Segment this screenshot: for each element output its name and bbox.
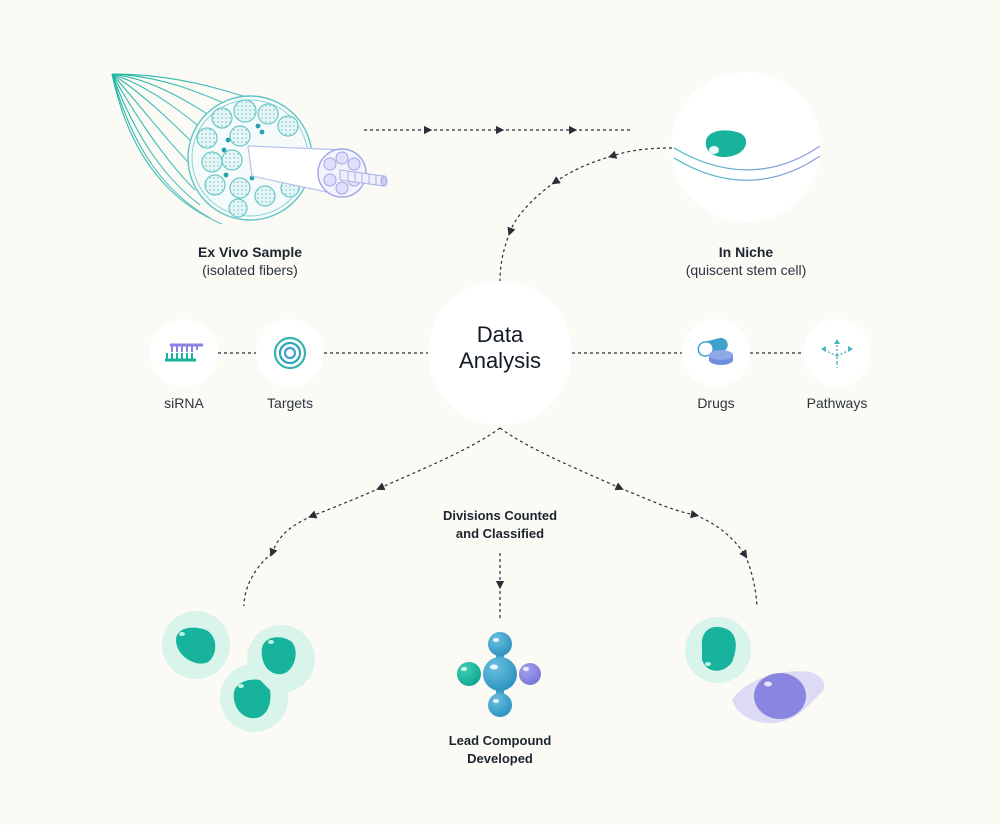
- myofibers: [196, 99, 300, 218]
- dividing-cells-illustration: [162, 611, 315, 732]
- drugs-label: Drugs: [697, 395, 735, 411]
- in-niche-label: In Niche (quiscent stem cell): [661, 243, 831, 279]
- lead-line2: Developed: [467, 751, 533, 766]
- molecule-icon: [457, 632, 541, 717]
- divisions-label: Divisions Counted and Classified: [400, 507, 600, 543]
- arrow-analysis-right-1: [499, 427, 624, 491]
- data-analysis-label: Data Analysis: [428, 322, 572, 374]
- pathways-icon: [823, 343, 851, 368]
- muscle-fiber-illustration: [111, 73, 388, 225]
- divisions-line1: Divisions Counted: [442, 508, 558, 523]
- arrow-analysis-left-1: [376, 427, 501, 491]
- differentiating-cells-illustration: [685, 617, 825, 724]
- arrow-analysis-left-4: [243, 552, 273, 607]
- sirna-label: siRNA: [164, 395, 204, 411]
- lead-line1: Lead Compound: [448, 733, 552, 748]
- in-niche-subtitle: (quiscent stem cell): [685, 262, 807, 278]
- arrow-analysis-right-4: [744, 554, 758, 607]
- arrow-niche-to-analysis-2: [551, 155, 613, 185]
- arrow-analysis-left-3: [269, 515, 313, 557]
- data-analysis-node[interactable]: [428, 281, 572, 425]
- target-icon: [273, 336, 307, 370]
- targets-label: Targets: [267, 395, 313, 411]
- arrow-niche-to-analysis-1: [607, 147, 673, 159]
- ex-vivo-label: Ex Vivo Sample (isolated fibers): [165, 243, 335, 279]
- sirna-node[interactable]: [150, 319, 218, 387]
- data-analysis-line2: Analysis: [459, 348, 541, 373]
- niche-fibers: [673, 83, 821, 181]
- arrow-analysis-right-3: [694, 514, 748, 559]
- ex-vivo-title: Ex Vivo Sample: [197, 244, 302, 260]
- sirna-icon: [165, 343, 203, 362]
- arrow-analysis-left-2: [308, 487, 381, 519]
- lead-compound-label: Lead Compound Developed: [400, 732, 600, 768]
- niche-circle: [671, 72, 821, 222]
- divisions-line2: and Classified: [455, 526, 545, 541]
- niche-illustration: [671, 72, 821, 222]
- targets-node[interactable]: [256, 319, 324, 387]
- arrow-analysis-right-2: [619, 487, 700, 519]
- arrows: [218, 125, 804, 618]
- arrow-niche-to-analysis-3: [507, 181, 556, 236]
- pathways-label: Pathways: [806, 395, 868, 411]
- data-analysis-line1: Data: [476, 322, 524, 347]
- in-niche-title: In Niche: [718, 244, 774, 260]
- pills-icon: [697, 337, 733, 365]
- arrow-niche-to-analysis-4: [499, 231, 511, 283]
- ex-vivo-subtitle: (isolated fibers): [202, 262, 298, 278]
